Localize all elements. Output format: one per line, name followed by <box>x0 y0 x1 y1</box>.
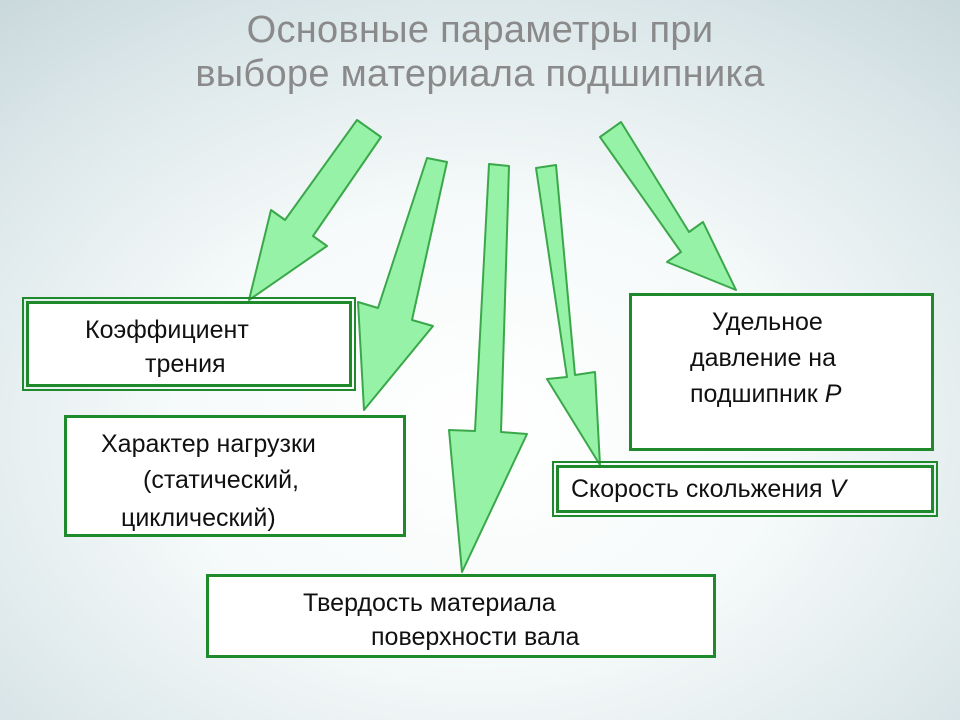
slide-title-line-2: выборе материала подшипника <box>195 53 765 95</box>
pressure-box-line-3: подшипник P <box>690 378 841 411</box>
load-box-line-1: Характер нагрузки <box>101 430 316 458</box>
sliding-speed-box: Скорость скольжения V <box>552 461 938 517</box>
load-character-box: Характер нагрузки (статический, цикличес… <box>64 415 406 537</box>
slide-title-line-1: Основные параметры при <box>246 9 714 51</box>
shaft-hardness-box: Твердость материала поверхности вала <box>206 574 716 658</box>
load-box-line-3: циклический) <box>121 504 276 532</box>
arrow-to-pressure <box>599 121 737 291</box>
pressure-box-text: подшипник <box>690 380 818 408</box>
speed-variable: V <box>829 475 847 503</box>
friction-box-line-1: Коэффициент <box>85 316 249 344</box>
pressure-box-line-2: давление на <box>690 344 837 372</box>
speed-box-line: Скорость скольжения V <box>571 473 846 506</box>
pressure-variable: P <box>824 380 842 408</box>
friction-box-line-2: трения <box>145 350 226 378</box>
load-box-line-2: (статический, <box>143 466 300 494</box>
hardness-box-line-2: поверхности вала <box>371 623 580 651</box>
arrow-to-load <box>357 157 448 411</box>
arrow-to-speed <box>535 164 601 466</box>
slide-title: Основные параметры при выборе материала … <box>0 8 960 96</box>
hardness-box-line-1: Твердость материала <box>303 589 556 617</box>
specific-pressure-box: Удельное давление на подшипник P <box>629 293 934 451</box>
friction-coefficient-box: Коэффициент трения <box>22 297 356 391</box>
speed-box-text: Скорость скольжения <box>571 475 823 503</box>
arrow-to-friction <box>248 119 382 301</box>
pressure-box-line-1: Удельное <box>712 308 823 336</box>
arrow-to-hardness <box>448 163 528 573</box>
